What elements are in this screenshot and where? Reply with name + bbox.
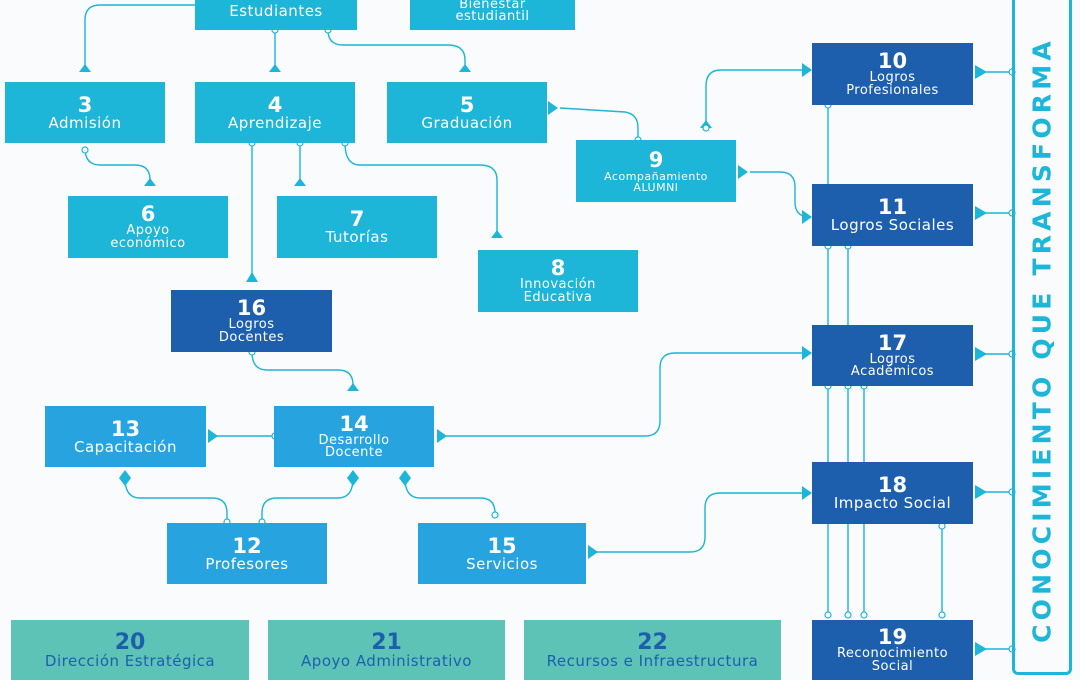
node-logros-profesionales-label: Logros Profesionales: [846, 70, 939, 98]
node-apoyo-administrativo-label: Apoyo Administrativo: [301, 651, 472, 670]
node-graduacion-number: 5: [459, 92, 475, 117]
connector-estudiantes-admision: [84, 4, 195, 72]
node-graduacion-label: Graduación: [421, 113, 513, 132]
connector-desarrollo-logros-acad: [440, 352, 802, 437]
node-impacto-number: 18: [877, 473, 908, 497]
connector-estudiantes-graduacion: [327, 29, 466, 72]
node-direccion-estrategica: 20 Dirección Estratégica: [11, 620, 249, 680]
node-recursos-infraestructura: 22 Recursos e Infraestructura: [524, 620, 781, 680]
node-reconocimiento-number: 19: [877, 625, 908, 650]
node-capacitacion-number: 13: [110, 416, 141, 441]
node-recursos-number: 22: [637, 629, 668, 655]
sidebar-title: CONOCIMIENTO QUE TRANSFORMA: [1027, 37, 1057, 643]
node-direccion-label: Dirección Estratégica: [44, 651, 216, 670]
node-logros-docentes-number: 16: [236, 296, 267, 321]
node-logros-sociales: 11 Logros Sociales: [812, 184, 973, 246]
node-logros-profesionales: 10 Logros Profesionales: [812, 43, 973, 105]
node-innovacion-label: Innovación Educativa: [520, 277, 596, 305]
node-direccion-number: 20: [114, 629, 146, 655]
sidebar-frame: [1012, 0, 1072, 675]
node-capacitacion: 13 Capacitación: [45, 406, 206, 467]
node-desarrollo-number: 14: [339, 411, 369, 436]
node-admision-label: Admisión: [48, 113, 122, 132]
node-logros-docentes-label: Logros Docentes: [218, 317, 285, 345]
node-acompanamiento-number: 9: [648, 147, 664, 172]
node-aprendizaje: 4 Aprendizaje: [195, 82, 355, 143]
connector-acompanamiento-logros-soc: [750, 171, 811, 218]
node-servicios: 15 Servicios: [418, 523, 586, 584]
connector-desarrollo-profesores: [261, 477, 354, 522]
connector-aprendizaje-innovacion: [344, 142, 498, 238]
node-reconocimiento-social: 19 Reconocimiento Social: [812, 620, 973, 680]
node-logros-docentes: 16 Logros Docentes: [171, 290, 332, 352]
connector-graduacion-acompanamiento: [559, 107, 639, 140]
connector-acompanamiento-logros-prof: [705, 69, 802, 128]
node-logros-academicos: 17 Logros Académicos: [812, 325, 973, 386]
connector-capacitacion-profesores: [124, 477, 228, 522]
node-impacto-label: Impacto Social: [833, 494, 952, 512]
node-tutorias-number: 7: [349, 207, 365, 231]
node-estudiantes-label: Estudiantes: [229, 1, 323, 20]
node-apoyo-administrativo-number: 21: [371, 629, 402, 655]
node-apoyo-number: 6: [140, 202, 156, 227]
node-logros-academicos-number: 17: [877, 330, 908, 355]
node-aprendizaje-number: 4: [267, 92, 283, 117]
node-desarrollo-label: Desarrollo Docente: [318, 432, 390, 460]
node-impacto-social: 18 Impacto Social: [812, 462, 973, 524]
node-estudiantes: Estudiantes: [195, 0, 357, 30]
connector-desarrollo-servicios: [404, 477, 496, 515]
node-servicios-label: Servicios: [466, 554, 538, 573]
connector-outputs: [975, 71, 1012, 650]
node-admision: 3 Admisión: [5, 82, 165, 143]
node-innovacion-number: 8: [550, 256, 566, 281]
node-bienestar-label: Bienestar estudiantil: [455, 0, 530, 24]
node-bienestar-estudiantil: Bienestar estudiantil: [410, 0, 575, 30]
node-admision-number: 3: [77, 92, 93, 117]
node-reconocimiento-label: Reconocimiento Social: [836, 646, 949, 674]
node-apoyo-administrativo: 21 Apoyo Administrativo: [268, 620, 505, 680]
node-desarrollo-docente: 14 Desarrollo Docente: [274, 406, 434, 467]
node-profesores: 12 Profesores: [167, 523, 327, 584]
node-profesores-label: Profesores: [205, 554, 289, 573]
node-logros-sociales-number: 11: [877, 195, 908, 219]
node-logros-profesionales-number: 10: [877, 49, 908, 74]
node-acompanamiento-label: Acompañamiento ALUMNI: [604, 169, 708, 194]
node-apoyo-economico: 6 Apoyo económico: [68, 196, 228, 258]
node-innovacion-educativa: 8 Innovación Educativa: [478, 250, 638, 312]
node-servicios-number: 15: [487, 533, 517, 558]
node-tutorias: 7 Tutorías: [277, 196, 437, 258]
node-tutorias-label: Tutorías: [325, 228, 389, 246]
node-graduacion: 5 Graduación: [387, 82, 547, 143]
node-logros-academicos-label: Logros Académicos: [850, 351, 935, 379]
connector-admision-apoyo: [84, 147, 151, 185]
node-capacitacion-label: Capacitación: [74, 437, 177, 456]
node-profesores-number: 12: [232, 533, 262, 558]
node-recursos-label: Recursos e Infraestructura: [546, 651, 759, 670]
connector-logros-docentes-desarrollo: [251, 351, 354, 390]
node-logros-sociales-label: Logros Sociales: [830, 216, 955, 234]
connector-servicios-impacto: [590, 492, 802, 553]
node-aprendizaje-label: Aprendizaje: [227, 113, 322, 132]
node-apoyo-label: Apoyo económico: [110, 223, 186, 251]
node-acompanamiento-alumni: 9 Acompañamiento ALUMNI: [576, 140, 736, 202]
